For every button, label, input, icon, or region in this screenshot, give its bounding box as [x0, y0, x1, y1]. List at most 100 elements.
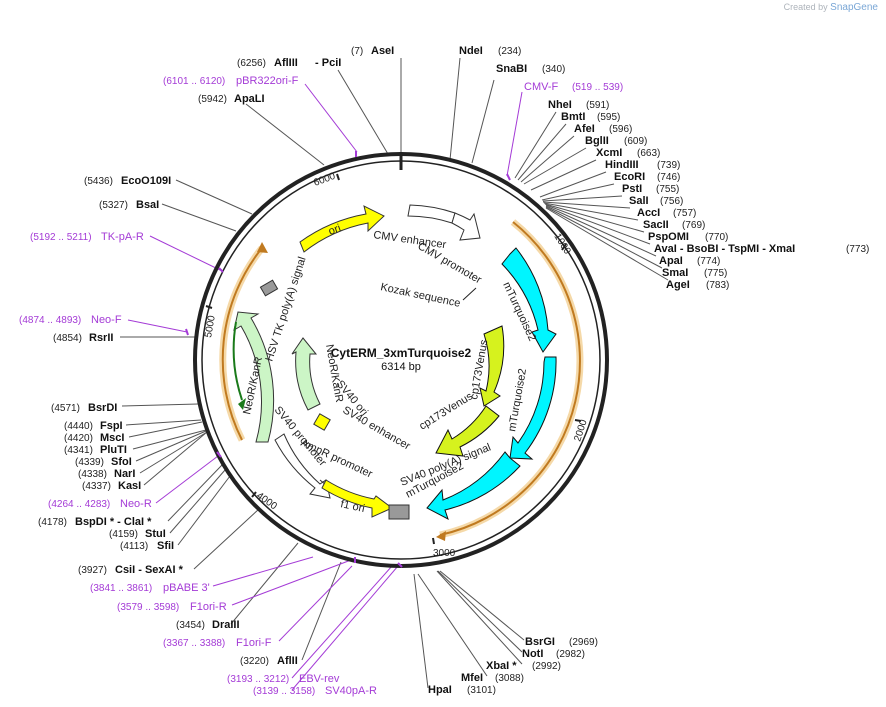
cp173venus-2-arrow[interactable]: [435, 405, 500, 457]
label-bsrgi[interactable]: BsrGI: [525, 636, 555, 648]
label-ecori[interactable]: EcoRI: [614, 171, 645, 183]
label-sacii[interactable]: SacII: [643, 219, 669, 231]
tick-5000: 5000: [203, 314, 218, 338]
label-cmvf-pos: (519 .. 539): [572, 82, 623, 93]
feature-label-mturquoise2-2: mTurquoise2: [506, 368, 529, 433]
label-fspi-pos: (4440): [64, 421, 93, 432]
label-afei[interactable]: AfeI: [574, 123, 595, 135]
label-pbr322[interactable]: pBR322ori-F: [236, 75, 299, 87]
label-neor-pos: (4264 .. 4283): [48, 499, 110, 510]
label-afliii-pos: (6256): [237, 58, 266, 69]
neor-inner-orf: [232, 321, 243, 401]
label-afliii[interactable]: AflIII: [274, 57, 298, 69]
cmv-promoter-arrow[interactable]: [451, 212, 481, 241]
label-avai-group[interactable]: AvaI - BsoBI - TspMI - XmaI: [654, 243, 795, 255]
label-cmvf[interactable]: CMV-F: [524, 81, 559, 93]
label-sv40par-pos: (3139 .. 3158): [253, 686, 315, 697]
label-noti[interactable]: NotI: [522, 648, 543, 660]
neor-orf-arrowhead: [257, 242, 268, 253]
label-pbabe[interactable]: pBABE 3': [163, 582, 210, 594]
mturquoise2-1-arrow[interactable]: [501, 247, 557, 353]
label-msci[interactable]: MscI: [100, 432, 124, 444]
label-apai[interactable]: ApaI: [659, 255, 683, 267]
label-sali-pos: (756): [660, 196, 683, 207]
label-ecori-pos: (746): [657, 172, 680, 183]
plasmid-name: CytERM_3xmTurquoise2: [331, 346, 472, 360]
label-csii[interactable]: CsiI - SexAI *: [115, 564, 184, 576]
label-rsrii-pos: (4854): [53, 333, 82, 344]
label-aflii[interactable]: AflII: [277, 655, 298, 667]
tick-3000: 3000: [433, 548, 456, 559]
neor-kanr-outer-arrow[interactable]: [233, 311, 275, 443]
label-kasi[interactable]: KasI: [118, 480, 141, 492]
label-tkpa[interactable]: TK-pA-R: [101, 231, 144, 243]
label-stui[interactable]: StuI: [145, 528, 166, 540]
f1-ori-arrow[interactable]: [321, 479, 393, 518]
label-draiii[interactable]: DraIII: [212, 619, 240, 631]
label-smai[interactable]: SmaI: [662, 267, 688, 279]
label-bmti[interactable]: BmtI: [561, 111, 585, 123]
feature-label-cmv-promoter: CMV promoter: [416, 240, 484, 286]
label-rsrii[interactable]: RsrII: [89, 332, 113, 344]
label-noti-pos: (2982): [556, 649, 585, 660]
sv40-ori-box[interactable]: [313, 413, 331, 431]
mturquoise2-2-arrow[interactable]: [509, 356, 557, 460]
label-mfei[interactable]: MfeI: [461, 672, 483, 684]
label-hindiii-pos: (739): [657, 160, 680, 171]
label-nari[interactable]: NarI: [114, 468, 135, 480]
label-sali[interactable]: SalI: [629, 195, 649, 207]
label-bspdi[interactable]: BspDI * - ClaI *: [75, 516, 152, 528]
label-xcmi[interactable]: XcmI: [596, 147, 622, 159]
label-msci-pos: (4420): [64, 433, 93, 444]
feature-label-sv40-enhancer: SV40 enhancer: [341, 404, 413, 452]
label-ebvrev[interactable]: EBV-rev: [299, 673, 340, 685]
label-xbai[interactable]: XbaI *: [486, 660, 517, 672]
label-bsrgi-pos: (2969): [569, 637, 598, 648]
label-f1orif[interactable]: F1ori-F: [236, 637, 272, 649]
label-f1orif-pos: (3367 .. 3388): [163, 638, 225, 649]
label-bmti-pos: (595): [597, 112, 620, 123]
label-snabi-pos: (340): [542, 64, 565, 75]
feature-label-ori: ori: [327, 222, 343, 237]
label-agei-pos: (783): [706, 280, 729, 291]
label-nhei[interactable]: NheI: [548, 99, 572, 111]
label-agei[interactable]: AgeI: [666, 279, 690, 291]
mturquoise2-3-arrow[interactable]: [426, 451, 521, 521]
label-neof[interactable]: Neo-F: [91, 314, 122, 326]
label-smai-pos: (775): [704, 268, 727, 279]
label-f1orir[interactable]: F1ori-R: [190, 601, 227, 613]
label-bglii-pos: (609): [624, 136, 647, 147]
label-apali[interactable]: ApaLI: [234, 93, 265, 105]
label-pbr322-pos: (6101 .. 6120): [163, 76, 225, 87]
label-sv40par[interactable]: SV40pA-R: [325, 685, 377, 697]
label-draiii-pos: (3454): [176, 620, 205, 631]
label-pspomi[interactable]: PspOMI: [648, 231, 689, 243]
label-asei[interactable]: AseI: [371, 45, 394, 57]
label-hpai[interactable]: HpaI: [428, 684, 452, 696]
neor-kanr-inner-arrow[interactable]: [291, 337, 321, 411]
label-ndei[interactable]: NdeI: [459, 45, 483, 57]
label-pluti[interactable]: PluTI: [100, 444, 127, 456]
orf-arrowhead: [436, 531, 446, 541]
label-bsrdi[interactable]: BsrDI: [88, 402, 117, 414]
label-snabi[interactable]: SnaBI: [496, 63, 527, 75]
hsv-tk-polya-box[interactable]: [259, 279, 279, 297]
cmv-enhancer-arrow[interactable]: [407, 204, 456, 224]
label-psti[interactable]: PstI: [622, 183, 642, 195]
ori-arrow[interactable]: [299, 205, 385, 253]
label-neor[interactable]: Neo-R: [120, 498, 152, 510]
label-sfii[interactable]: SfiI: [157, 540, 174, 552]
label-bglii[interactable]: BglII: [585, 135, 609, 147]
label-ecoo109i[interactable]: EcoO109I: [121, 175, 171, 187]
label-sfoi[interactable]: SfoI: [111, 456, 132, 468]
sv40-polya-box[interactable]: [388, 504, 410, 520]
cp173venus-1-arrow[interactable]: [479, 325, 505, 407]
label-pcii[interactable]: - PciI: [315, 57, 341, 69]
label-pspomi-pos: (770): [705, 232, 728, 243]
label-fspi[interactable]: FspI: [100, 420, 123, 432]
label-acci[interactable]: AccI: [637, 207, 660, 219]
label-hindiii[interactable]: HindIII: [605, 159, 639, 171]
label-bsai[interactable]: BsaI: [136, 199, 159, 211]
feature-label-cp173venus-2: cp173Venus: [417, 390, 475, 433]
label-apali-pos: (5942): [198, 94, 227, 105]
